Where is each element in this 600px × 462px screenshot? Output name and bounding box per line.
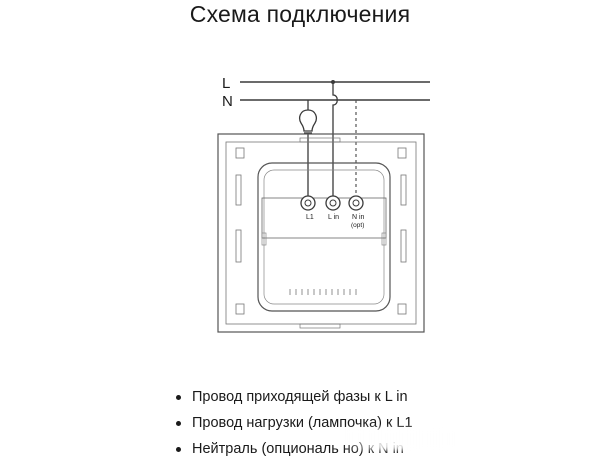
switch-frame [217, 133, 425, 333]
line-n-label: N [222, 93, 233, 110]
terminal-nin-label: N in [352, 214, 365, 221]
lin-wire [332, 82, 338, 200]
bulb-icon [299, 109, 317, 134]
module-body [257, 162, 391, 312]
terminal-l1 [300, 195, 316, 211]
terminal-nin [348, 195, 364, 211]
page-title: Схема подключения [189, 1, 411, 27]
terminal-l1-label: L1 [306, 214, 314, 221]
instructions-list: Провод приходящей фазы к L in Провод наг… [170, 384, 413, 462]
line-l-label: L [222, 75, 230, 92]
list-item: Провод приходящей фазы к L in [170, 384, 413, 410]
list-item: Провод нагрузки (лампочка) к L1 [170, 410, 413, 436]
blur-overlay [342, 428, 452, 450]
vent-ribs [289, 289, 357, 295]
terminal-lin-label: L in [328, 214, 339, 221]
terminal-lin [325, 195, 341, 211]
wiring-diagram: L N L1 L in N in (opt) [217, 75, 430, 333]
terminal-nin-opt-label: (opt) [351, 222, 364, 229]
